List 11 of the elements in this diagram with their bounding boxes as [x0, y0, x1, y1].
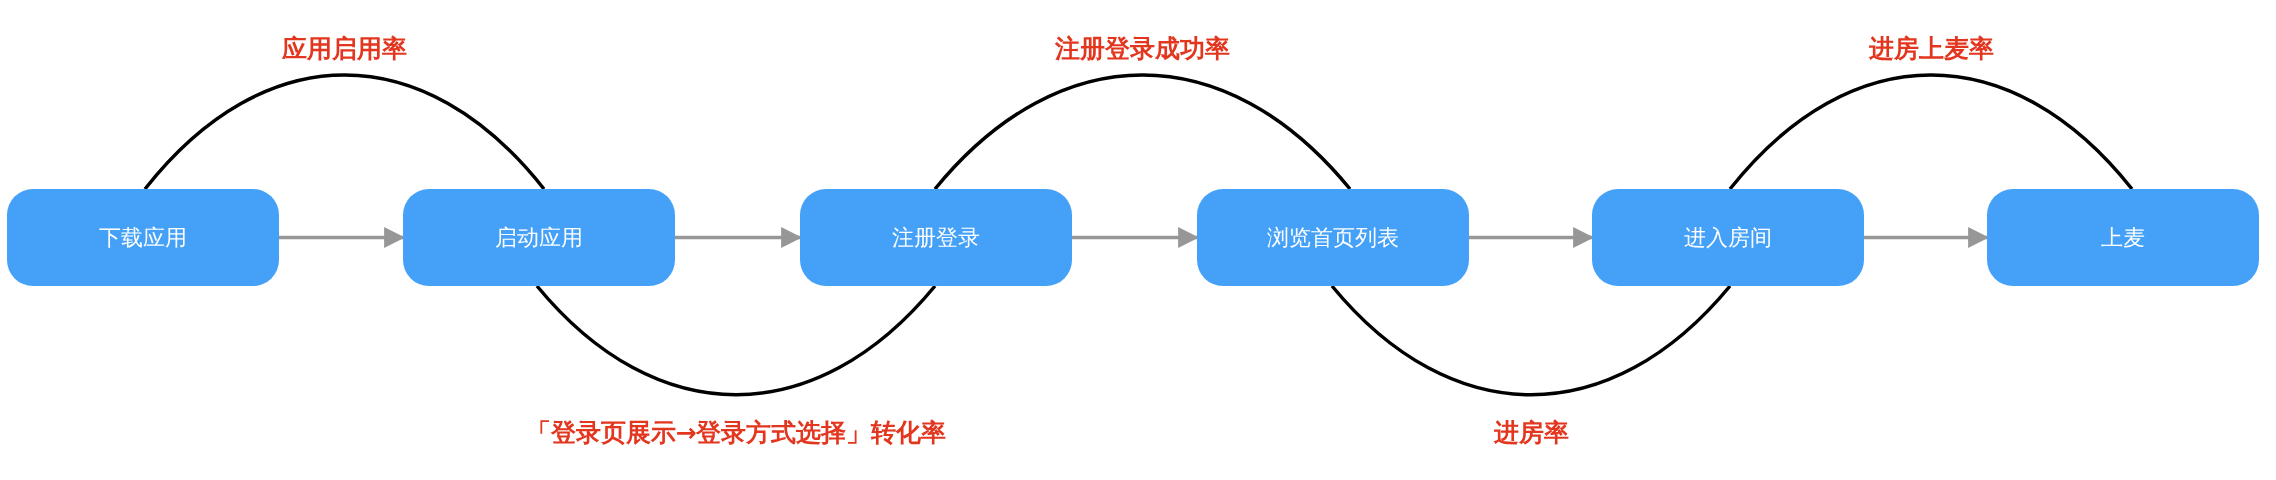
curved-line — [1728, 73, 2134, 191]
curved-line — [933, 73, 1352, 191]
step-box: 进入房间 — [1592, 189, 1864, 286]
step-box: 上麦 — [1987, 189, 2259, 286]
curved-line — [535, 284, 937, 397]
curved-line — [143, 73, 546, 191]
step-box: 下载应用 — [7, 189, 279, 286]
step-box: 注册登录 — [800, 189, 1072, 286]
curved-line — [1330, 284, 1732, 397]
step-box: 浏览首页列表 — [1197, 189, 1469, 286]
step-box: 启动应用 — [403, 189, 675, 286]
